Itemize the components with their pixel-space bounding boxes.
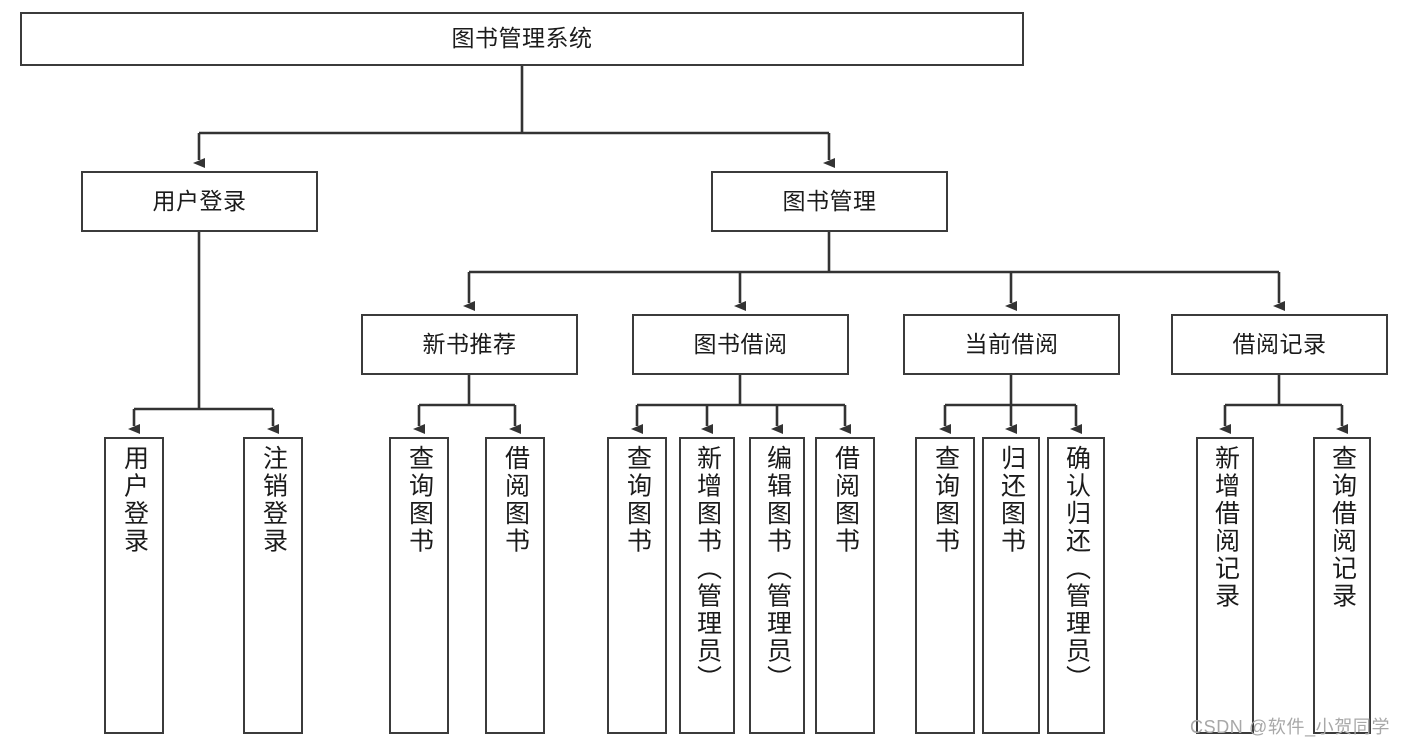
node-label: 图书借阅 <box>693 330 788 357</box>
node-borrow-record[interactable]: 借阅记录 <box>1171 314 1388 375</box>
leaf-user-login[interactable]: 用户登录 <box>104 437 164 734</box>
leaf-query-borrow-record[interactable]: 查询借阅记录 <box>1313 437 1371 734</box>
watermark-text: CSDN @软件_小贺同学 <box>1190 717 1391 737</box>
node-label: 查询图书 <box>405 445 434 555</box>
node-new-book-recommend[interactable]: 新书推荐 <box>361 314 578 375</box>
node-label: 归还图书 <box>997 445 1026 555</box>
node-label: 编辑图书（管理员） <box>763 445 792 693</box>
node-label: 确认归还（管理员） <box>1062 445 1091 693</box>
node-label: 新增图书（管理员） <box>693 445 722 693</box>
leaf-logout-login[interactable]: 注销登录 <box>243 437 303 734</box>
leaf-query-book-current[interactable]: 查询图书 <box>915 437 975 734</box>
node-label: 图书管理 <box>782 187 877 214</box>
leaf-confirm-return-admin[interactable]: 确认归还（管理员） <box>1047 437 1105 734</box>
leaf-borrow-book[interactable]: 借阅图书 <box>815 437 875 734</box>
node-user-login[interactable]: 用户登录 <box>81 171 318 232</box>
node-book-management[interactable]: 图书管理 <box>711 171 948 232</box>
leaf-query-book-recommend[interactable]: 查询图书 <box>389 437 449 734</box>
leaf-borrow-book-recommend[interactable]: 借阅图书 <box>485 437 545 734</box>
node-label: 图书管理系统 <box>451 25 593 52</box>
leaf-add-borrow-record[interactable]: 新增借阅记录 <box>1196 437 1254 734</box>
leaf-query-book-borrow[interactable]: 查询图书 <box>607 437 667 734</box>
leaf-return-book[interactable]: 归还图书 <box>982 437 1040 734</box>
node-label: 借阅图书 <box>831 445 860 555</box>
leaf-edit-book-admin[interactable]: 编辑图书（管理员） <box>749 437 805 734</box>
node-label: 借阅图书 <box>501 445 530 555</box>
node-label: 借阅记录 <box>1232 330 1327 357</box>
node-label: 查询借阅记录 <box>1328 445 1357 610</box>
node-label: 注销登录 <box>259 445 288 555</box>
node-label: 新书推荐 <box>422 330 517 357</box>
node-root-system[interactable]: 图书管理系统 <box>20 12 1024 66</box>
node-current-borrow[interactable]: 当前借阅 <box>903 314 1120 375</box>
leaf-add-book-admin[interactable]: 新增图书（管理员） <box>679 437 735 734</box>
node-label: 用户登录 <box>120 445 149 555</box>
node-label: 查询图书 <box>931 445 960 555</box>
node-label: 新增借阅记录 <box>1211 445 1240 610</box>
node-label: 用户登录 <box>152 187 247 214</box>
node-label: 查询图书 <box>623 445 652 555</box>
node-label: 当前借阅 <box>964 330 1059 357</box>
node-book-borrow[interactable]: 图书借阅 <box>632 314 849 375</box>
